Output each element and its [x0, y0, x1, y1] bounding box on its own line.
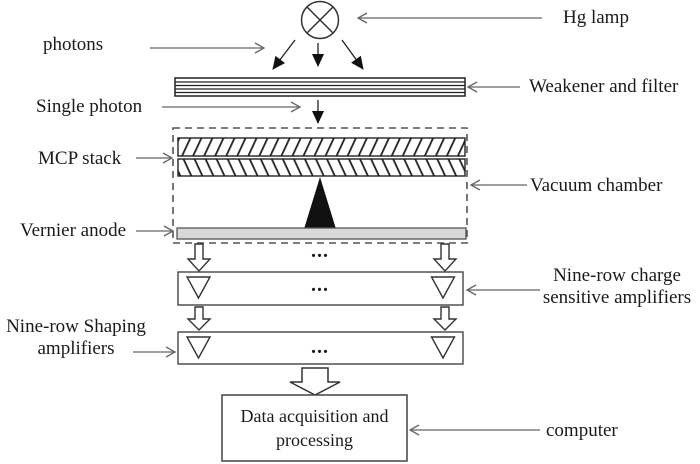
amplifier-triangle-icon [430, 336, 456, 360]
amplifier-triangle-icon [430, 276, 456, 300]
shaping-amplifiers-label: Nine-row Shaping amplifiers [0, 316, 152, 360]
photon-ray-left-arrow [272, 39, 296, 70]
photons-label: photons [43, 34, 104, 55]
data-acquisition-label-line1: Data acquisition and [240, 406, 389, 426]
signal-arrow-right-2 [432, 306, 458, 331]
shaping-amplifiers-label-line2: amplifiers [37, 338, 115, 359]
ellipsis-rows-3: ... [311, 336, 329, 358]
signal-arrow-right-1 [432, 243, 458, 273]
signal-arrow-left-2 [186, 306, 212, 331]
data-acquisition-label-line2: processing [276, 430, 353, 450]
vacuum-chamber-outline [172, 127, 468, 244]
weakener-filter-label: Weakener and filter [529, 76, 679, 97]
computer-label: computer [546, 420, 618, 441]
photon-ray-right-arrow [341, 39, 364, 70]
amplifier-triangle-icon [185, 276, 212, 300]
vernier-anode-bar [176, 227, 467, 240]
data-acquisition-box [221, 394, 408, 462]
ellipsis-rows-2: ... [311, 274, 329, 296]
single-photon-label: Single photon [36, 96, 143, 117]
hg-lamp-label: Hg lamp [563, 7, 629, 28]
data-acquisition-label: Data acquisition and processing [222, 395, 407, 461]
hg-lamp-icon [300, 0, 340, 40]
signal-arrow-left-1 [186, 243, 212, 273]
signal-arrow-to-computer [289, 367, 341, 396]
mcp-stack-label: MCP stack [38, 148, 122, 169]
charge-amplifiers-label-line2: sensitive amplifiers [542, 287, 692, 308]
charge-amplifiers-box [177, 271, 464, 306]
charge-amplifiers-label: Nine-row charge sensitive amplifiers [528, 265, 700, 309]
mcp-plate-bottom [177, 158, 466, 177]
mcp-plate-top [177, 137, 466, 157]
electron-cloud-triangle [304, 177, 336, 229]
vernier-anode-label: Vernier anode [20, 220, 127, 241]
ellipsis-rows-1: ... [311, 240, 329, 262]
shaping-amplifiers-label-line1: Nine-row Shaping [6, 316, 146, 337]
amplifier-triangle-icon [185, 336, 212, 360]
weakener-filter-bar [174, 77, 466, 97]
charge-amplifiers-label-line1: Nine-row charge [553, 265, 681, 286]
shaping-amplifiers-box [177, 331, 464, 365]
vacuum-chamber-label: Vacuum chamber [530, 175, 663, 196]
